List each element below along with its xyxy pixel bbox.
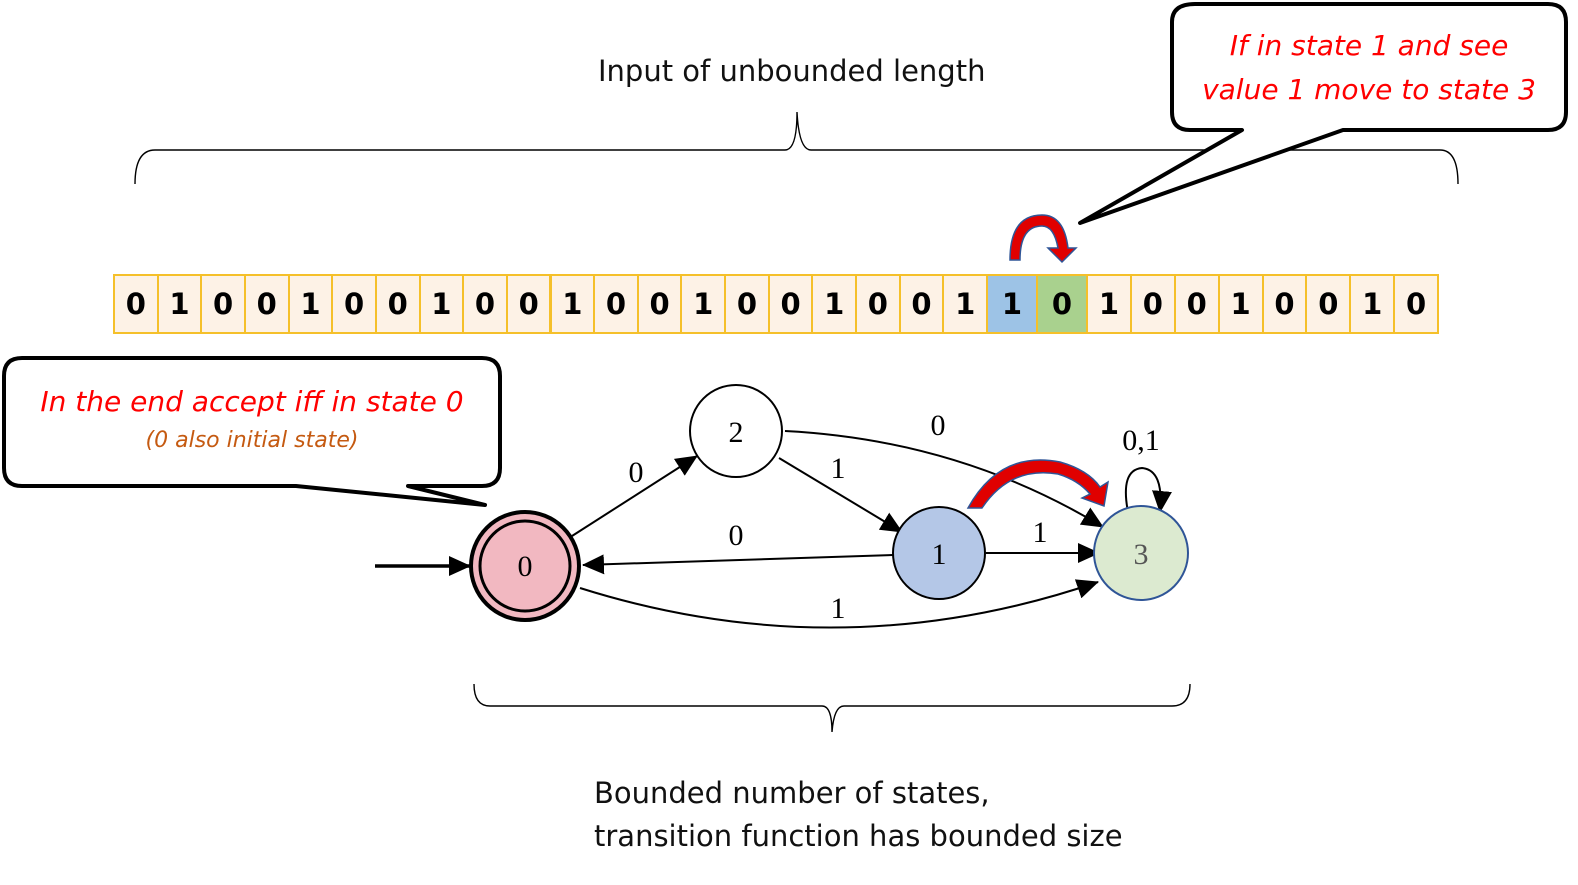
tape-cell: 1 (680, 274, 727, 334)
accept-callout: In the end accept iff in state 0 (0 also… (8, 380, 496, 458)
state-0 (469, 510, 581, 622)
state-2 (689, 384, 783, 478)
tape-cell: 1 (549, 274, 596, 334)
edge-2-1-label: 1 (831, 452, 846, 485)
tape-cell: 0 (462, 274, 508, 334)
state-3 (1093, 505, 1189, 601)
tape-cell: 1 (1086, 274, 1132, 334)
edge-2-1 (778, 457, 903, 533)
state-2-label: 2 (729, 416, 744, 449)
state-1 (892, 506, 986, 600)
head-move-arrow (1009, 214, 1078, 264)
edge-2-3 (784, 430, 1104, 528)
transition-callout: If in state 1 and see value 1 move to st… (1175, 24, 1563, 112)
tape-cell: 0 (1173, 274, 1220, 334)
tape-cell: 0 (1261, 274, 1308, 334)
edge-3-3-label: 0,1 (1122, 424, 1160, 457)
tape-cell: 0 (113, 274, 159, 334)
tape-cell: 0 (767, 274, 814, 334)
tape-cell: 0 (636, 274, 683, 334)
transition-callout-shape (1078, 2, 1568, 225)
tape-cell: 0 (505, 274, 552, 334)
bottom-brace (473, 683, 1191, 733)
states-caption-line1: Bounded number of states, (594, 776, 990, 810)
tape-cell: 1 (942, 274, 988, 334)
top-brace (134, 111, 1459, 185)
transition-callout-line2: value 1 move to state 3 (1202, 73, 1536, 106)
edge-1-0 (582, 554, 894, 575)
edge-1-3-label: 1 (1033, 516, 1048, 549)
tape-cell: 0 (1129, 274, 1176, 334)
tape-cell: 0 (1393, 274, 1439, 334)
accept-callout-line2: (0 also initial state) (145, 428, 359, 453)
tape-cell: 1 (1217, 274, 1264, 334)
states-caption: Bounded number of states, transition fun… (594, 772, 1123, 858)
edge-0-3-label: 1 (831, 592, 846, 625)
tape-cell: 0 (855, 274, 901, 334)
tape-cell: 0 (593, 274, 639, 334)
highlighted-transition-arrow (966, 459, 1110, 509)
state-3-label: 3 (1134, 538, 1149, 571)
tape-cell: 1 (1349, 274, 1396, 334)
edge-1-0-label: 0 (729, 519, 744, 552)
edge-0-3 (579, 579, 1099, 629)
states-caption-line2: transition function has bounded size (594, 819, 1123, 853)
tape-cell: 0 (374, 274, 421, 334)
tape-cell: 0 (1305, 274, 1352, 334)
tape-cell: 1 (418, 274, 465, 334)
state-1-label: 1 (932, 538, 947, 571)
tape-cell: 0 (898, 274, 945, 334)
tape-cell: 0 (243, 274, 290, 334)
edge-3-3 (1124, 466, 1172, 513)
tape-cell: 1 (811, 274, 858, 334)
tape-cell-next: 0 (1036, 274, 1088, 334)
edge-2-3-label: 0 (931, 409, 946, 442)
tape-cell: 0 (200, 274, 246, 334)
input-caption: Input of unbounded length (598, 54, 986, 88)
tape-cell: 1 (287, 274, 334, 334)
tape-cell-current: 1 (986, 274, 1038, 334)
tape-cell: 0 (331, 274, 377, 334)
accept-callout-line1: In the end accept iff in state 0 (40, 385, 464, 418)
tape-cell: 1 (156, 274, 203, 334)
edge-0-2 (571, 455, 698, 537)
tape-cell: 0 (724, 274, 770, 334)
accept-callout-shape (2, 356, 502, 507)
transition-callout-line1: If in state 1 and see (1229, 29, 1509, 62)
state-0-label: 0 (518, 550, 533, 583)
edge-0-2-label: 0 (629, 456, 644, 489)
